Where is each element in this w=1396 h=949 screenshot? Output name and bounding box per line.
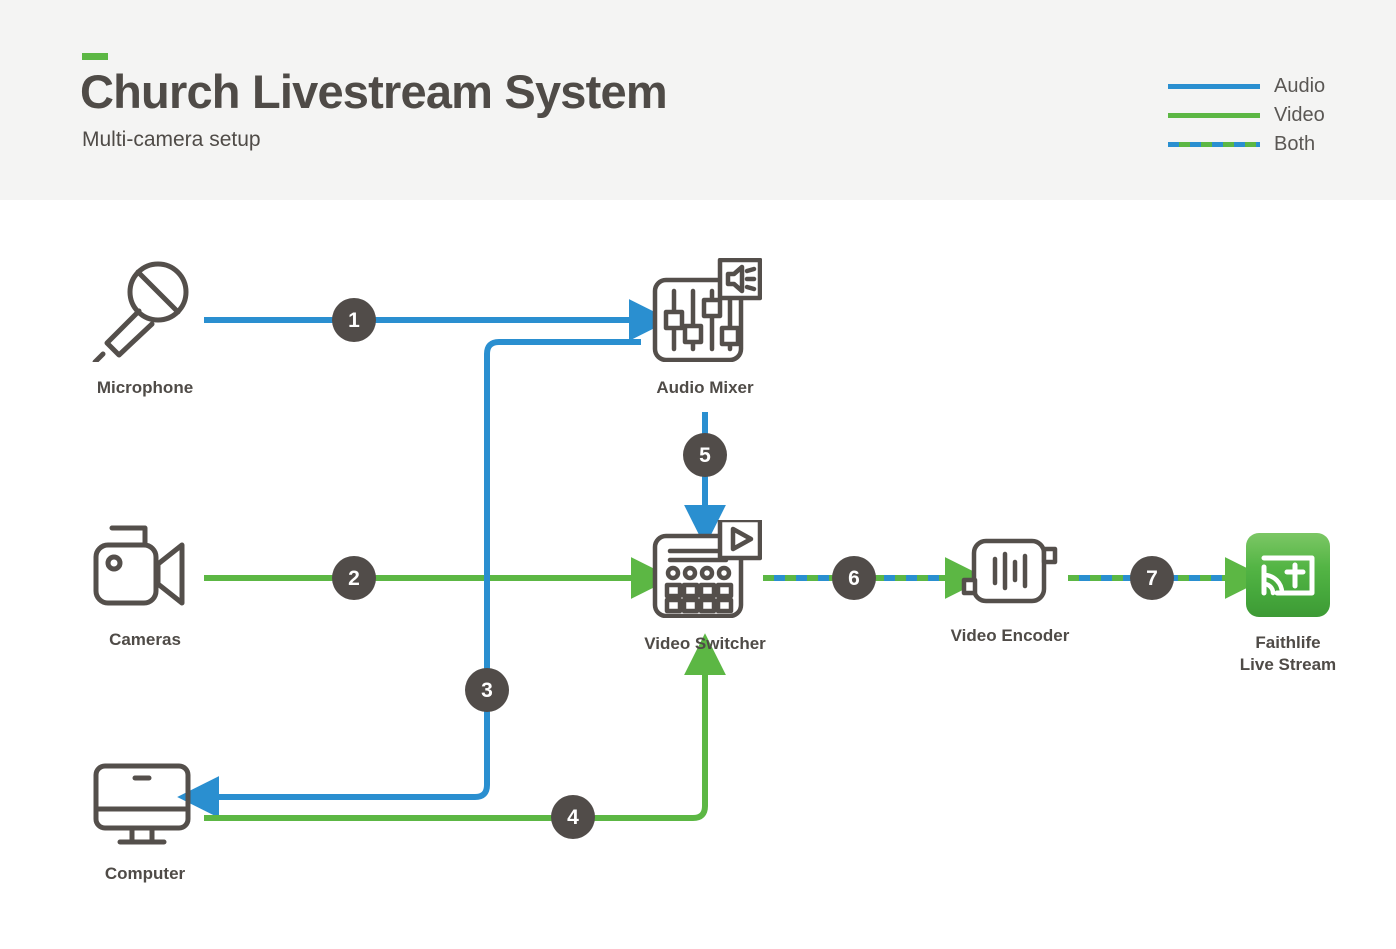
node-faithlife-live-stream[interactable]: Faithlife Live Stream [1203,533,1373,676]
node-label-faithlife: Faithlife Live Stream [1239,633,1337,674]
faithlife-logo-icon [1246,533,1330,622]
step-badge-7[interactable]: 7 [1130,556,1174,600]
node-computer[interactable]: Computer [60,762,230,885]
node-video-switcher[interactable]: Video Switcher [620,517,790,655]
legend-label-audio: Audio [1274,75,1326,97]
step-badge-1[interactable]: 1 [332,298,376,342]
video-encoder-icon [961,532,1059,615]
node-cameras[interactable]: Cameras [60,520,230,651]
node-microphone[interactable]: Microphone [60,258,230,399]
step-badge-3[interactable]: 3 [465,668,509,712]
legend-item-both: Both [1168,130,1368,159]
connection-4-computer-to-video-switcher [204,633,726,821]
node-label-microphone: Microphone [96,378,194,397]
legend-label-both: Both [1274,133,1316,155]
page-title: Church Livestream System [80,65,668,118]
legend-label-video: Video [1274,104,1325,126]
video-switcher-icon [648,517,763,623]
node-label-computer: Computer [104,864,186,883]
node-audio-mixer[interactable]: Audio Mixer [620,257,790,399]
header-band [0,0,1396,200]
node-video-encoder[interactable]: Video Encoder [925,532,1095,647]
page-subtitle: Multi-camera setup [82,128,261,151]
legend-item-audio: Audio [1168,72,1368,101]
step-badge-5[interactable]: 5 [683,433,727,477]
node-label-audio-mixer: Audio Mixer [656,378,754,397]
node-label-cameras: Cameras [109,630,181,649]
audio-mixer-icon [648,257,763,367]
legend: Audio Video Both [1168,72,1368,159]
connection-3-audio-mixer-to-computer [177,339,641,818]
video-camera-icon [90,520,200,619]
step-badge-4[interactable]: 4 [551,795,595,839]
node-label-video-switcher: Video Switcher [644,634,766,653]
title-accent-bar [82,53,108,60]
step-badge-6[interactable]: 6 [832,556,876,600]
desktop-computer-icon [90,762,200,853]
microphone-icon [90,258,200,367]
audio-line-swatch-icon [1168,84,1260,89]
step-badge-2[interactable]: 2 [332,556,376,600]
video-line-swatch-icon [1168,113,1260,118]
node-label-video-encoder: Video Encoder [950,626,1070,645]
legend-item-video: Video [1168,101,1368,130]
both-line-swatch-icon [1168,142,1260,147]
